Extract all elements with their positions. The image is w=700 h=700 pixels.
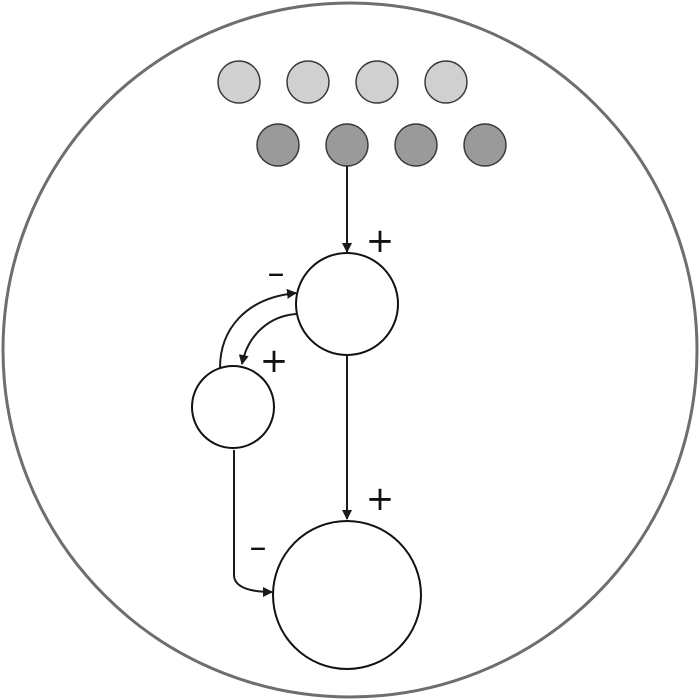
edge-left-to-lower-node: [233, 450, 273, 597]
top-row-dot-3: [355, 60, 399, 104]
top-row-dot-1: [217, 60, 261, 104]
edge-upper-to-left-sign: +: [260, 341, 289, 381]
sign-labels: + – + + –: [250, 221, 395, 567]
edge-left-to-upper-node: [219, 288, 297, 369]
bottom-row-dot-1: [256, 123, 300, 167]
upper-node: [295, 252, 399, 356]
bottom-row-dot-2: [325, 123, 369, 167]
edge-left-to-lower-sign: –: [250, 527, 267, 567]
bottom-dot-row: [256, 123, 507, 167]
edges: [219, 166, 352, 597]
top-row-dot-4: [424, 60, 468, 104]
bottom-row-dot-4: [463, 123, 507, 167]
edge-left-to-upper-sign: –: [268, 253, 285, 293]
left-node: [191, 365, 275, 449]
lower-node: [272, 520, 422, 670]
nodes: [191, 252, 422, 670]
bottom-row-dot-3: [394, 123, 438, 167]
edge-upper-to-lower-sign: +: [366, 479, 395, 519]
edge-dots-to-upper-sign: +: [366, 221, 395, 261]
edge-upper-to-left-node: [238, 313, 297, 365]
top-dot-row: [217, 60, 468, 104]
top-row-dot-2: [286, 60, 330, 104]
